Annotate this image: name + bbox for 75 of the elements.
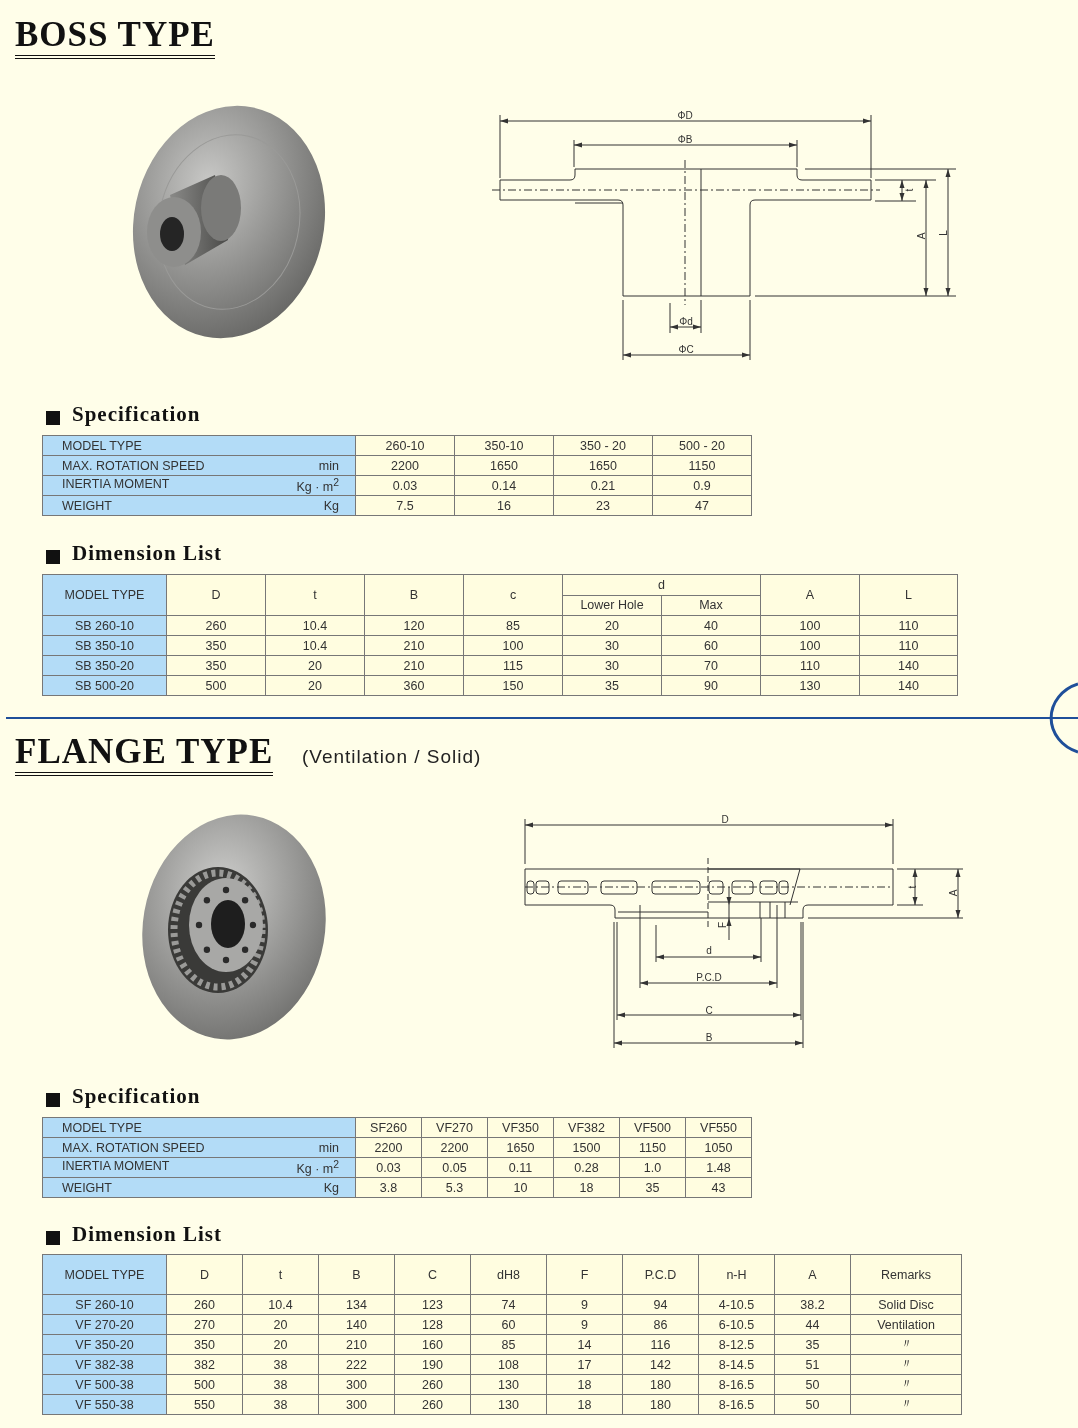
dimension-label: Φd (679, 315, 693, 327)
table-cell: P.C.D (622, 1254, 699, 1295)
section-title: BOSS TYPE (15, 16, 215, 59)
header-cell: MODEL TYPE (42, 435, 356, 456)
unit-label: Kg · m$^{2}$ (296, 1158, 340, 1177)
table-cell: VF350 (487, 1117, 554, 1138)
table-cell: L (859, 574, 958, 616)
section-heading: Specification (72, 402, 201, 427)
table-cell: D (166, 574, 266, 616)
dimension-label: L (937, 230, 949, 236)
table-cell: SF260 (355, 1117, 422, 1138)
dimension-label: d (706, 944, 712, 956)
table-cell: F (546, 1254, 623, 1295)
table-cell: 350 - 20 (553, 435, 653, 456)
header-cell: SB 350-10 (42, 635, 167, 656)
row-label: INERTIA MOMENT (62, 1158, 170, 1173)
table-cell: A (774, 1254, 851, 1295)
table-cell: 500 - 20 (652, 435, 752, 456)
section-title: FLANGE TYPE (15, 733, 274, 776)
dimension-label: D (721, 813, 729, 825)
table-cell: VF382 (553, 1117, 620, 1138)
section-heading: Dimension List (72, 1222, 222, 1247)
dimension-label: F (716, 921, 728, 929)
section-subtitle: (Ventilation / Solid) (302, 746, 482, 768)
table-cell: 350-10 (454, 435, 554, 456)
table-cell: A (760, 574, 860, 616)
dimension-label: ΦB (677, 133, 693, 145)
table-cell: n-H (698, 1254, 775, 1295)
table-cell: VF500 (619, 1117, 686, 1138)
header-cell: SB 260-10 (42, 615, 167, 636)
table-cell: dH8 (470, 1254, 547, 1295)
table-cell: c (463, 574, 563, 616)
dimension-label: t (903, 188, 915, 192)
table-cell: VF550 (685, 1117, 752, 1138)
dimension-label: A (947, 889, 959, 897)
dimension-label: P.C.D (696, 971, 722, 983)
row-label: MAX. ROTATION SPEED (62, 458, 205, 473)
table-cell: C (394, 1254, 471, 1295)
dimension-label: C (705, 1004, 713, 1016)
unit-label: Kg · m$^{2}$ (296, 476, 340, 495)
row-label: INERTIA MOMENT (62, 476, 170, 491)
table-cell: d (562, 574, 761, 595)
header-cell: VF 270-20 (42, 1314, 167, 1335)
header-cell: VF 350-20 (42, 1334, 167, 1355)
dimension-label: A (915, 232, 927, 240)
header-cell: SB 350-20 (42, 655, 167, 676)
table-cell: Remarks (850, 1254, 962, 1295)
table-cell: B (318, 1254, 395, 1295)
table-cell: VF270 (421, 1117, 488, 1138)
row-label: WEIGHT (62, 1180, 112, 1195)
header-cell: MODEL TYPE (42, 574, 167, 616)
section-heading: Dimension List (72, 541, 222, 566)
dimension-label: ΦC (678, 343, 694, 355)
header-cell: MODEL TYPE (42, 1117, 356, 1138)
header-cell: VF 550-38 (42, 1394, 167, 1415)
table-cell: t (242, 1254, 319, 1295)
table-cell: D (166, 1254, 243, 1295)
table-cell: t (265, 574, 365, 616)
row-label: WEIGHT (62, 498, 112, 513)
unit-label: Kg (323, 1180, 340, 1195)
row-label: MAX. ROTATION SPEED (62, 1140, 205, 1155)
header-cell: SB 500-20 (42, 675, 167, 696)
unit-label: min (318, 458, 340, 473)
dimension-label: t (906, 885, 918, 889)
unit-label: min (318, 1140, 340, 1155)
header-cell: VF 382-38 (42, 1354, 167, 1375)
dimension-label: ΦD (677, 109, 693, 121)
section-heading: Specification (72, 1084, 201, 1109)
header-cell: MODEL TYPE (42, 1254, 167, 1295)
unit-label: Kg (323, 498, 340, 513)
header-cell: SF 260-10 (42, 1294, 167, 1315)
table-cell: 260-10 (355, 435, 455, 456)
table-cell: B (364, 574, 464, 616)
header-cell: VF 500-38 (42, 1374, 167, 1395)
dimension-label: B (705, 1031, 713, 1043)
